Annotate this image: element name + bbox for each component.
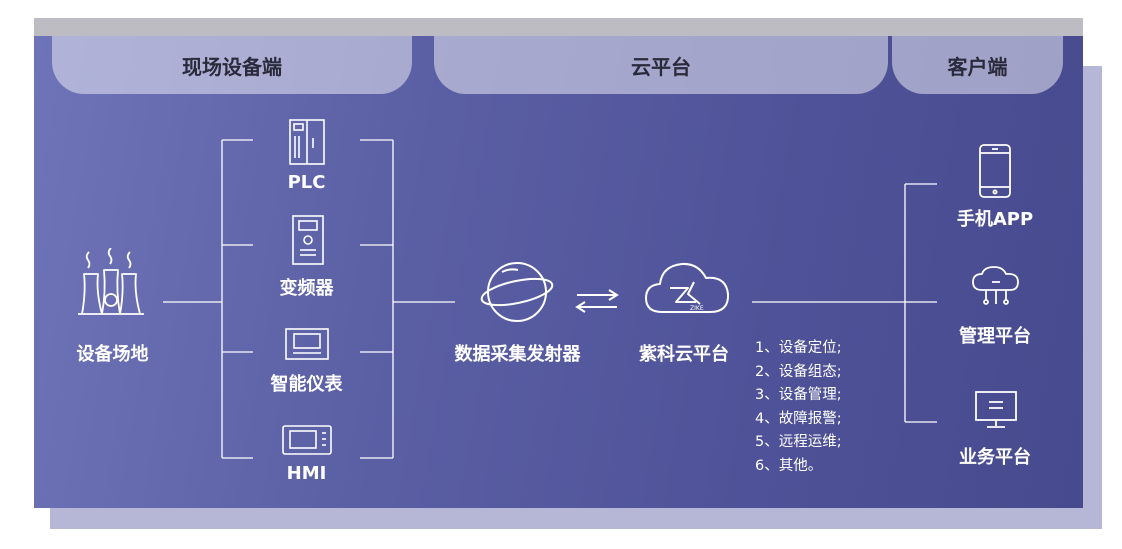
feature-item: 3、设备管理; — [755, 387, 842, 403]
client-label-management: 管理平台 — [959, 326, 1031, 347]
feature-item: 4、故障报警; — [755, 410, 842, 427]
globe-transmitter-icon — [480, 262, 554, 322]
device-label-inverter: 变频器 — [279, 278, 334, 299]
device-label-plc: PLC — [287, 172, 326, 193]
hmi-screen-icon — [282, 425, 332, 455]
cloud-logo-icon: ZIKE — [645, 262, 730, 313]
cloud-logo-text: ZIKE — [690, 305, 704, 312]
bidirectional-arrow-icon — [575, 289, 619, 313]
header-field-devices: 现场设备端 — [52, 36, 412, 94]
cloud-network-icon — [972, 266, 1019, 305]
transmitter-label: 数据采集发射器 — [454, 344, 581, 365]
client-label-business: 业务平台 — [959, 447, 1031, 468]
device-label-hmi: HMI — [286, 463, 327, 484]
monitor-icon — [975, 391, 1017, 428]
smartphone-icon — [979, 144, 1011, 198]
feature-list: 1、设备定位; 2、设备组态; 3、设备管理; 4、故障报警; 5、远程运维; … — [755, 337, 842, 478]
plc-cabinet-icon — [289, 119, 325, 165]
diagram-panel — [34, 36, 1083, 508]
header-client: 客户端 — [892, 36, 1063, 94]
header-cloud-platform: 云平台 — [434, 36, 888, 94]
feature-item: 5、远程运维; — [755, 434, 842, 450]
top-strip — [34, 18, 1083, 38]
factory-site-icon — [78, 248, 144, 315]
site-label: 设备场地 — [76, 344, 149, 365]
smart-meter-icon — [285, 328, 329, 360]
device-label-smart-meter: 智能仪表 — [270, 374, 343, 395]
feature-item: 1、设备定位; — [755, 340, 842, 356]
inverter-icon — [292, 215, 324, 265]
feature-item: 2、设备组态; — [755, 363, 842, 380]
feature-item: 6、其他。 — [755, 457, 823, 474]
cloud-platform-label: 紫科云平台 — [639, 344, 729, 365]
client-label-app: 手机APP — [956, 209, 1034, 230]
